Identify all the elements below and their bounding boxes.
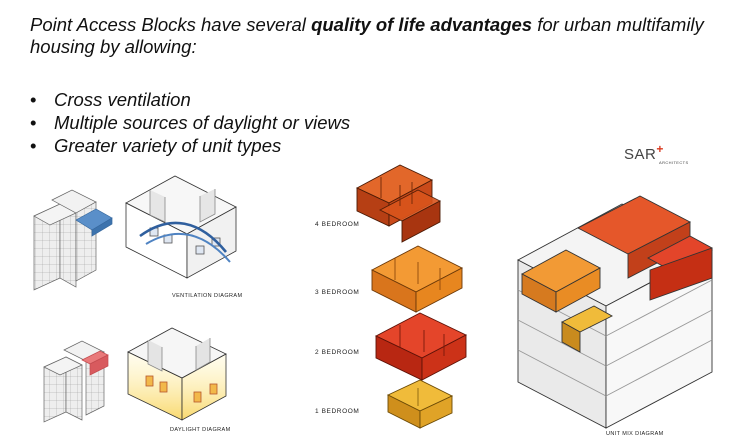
unit-mix-caption: UNIT MIX DIAGRAM (606, 431, 664, 437)
advantages-list: Cross ventilation Multiple sources of da… (30, 88, 350, 157)
label-three-bedroom: 3 BEDROOM (315, 289, 360, 296)
ventilation-caption: VENTILATION DIAGRAM (172, 293, 243, 299)
bullet-unit-types: Greater variety of unit types (30, 134, 350, 157)
unit-three-bedroom (371, 245, 463, 313)
logo-mark: SAR (624, 146, 657, 163)
intro-part1: Point Access Blocks have several (30, 14, 312, 35)
unit-two-bedroom (374, 312, 468, 381)
unit-one-bedroom (386, 379, 454, 429)
unit-mix-building (517, 195, 713, 429)
bullet-cross-ventilation: Cross ventilation (30, 88, 350, 111)
intro-text: Point Access Blocks have several quality… (30, 14, 720, 58)
ventilation-building (33, 189, 113, 291)
logo-subtitle: ARCHITECTS (659, 160, 689, 165)
intro-part2: for urban multifamily housing by allowin… (30, 14, 704, 57)
label-two-bedroom: 2 BEDROOM (315, 349, 360, 356)
logo-plus: + (656, 142, 664, 156)
daylight-building (43, 340, 109, 423)
daylight-caption: DAYLIGHT DIAGRAM (170, 427, 231, 433)
bullet-daylight-views: Multiple sources of daylight or views (30, 111, 350, 134)
intro-emphasis: quality of life advantages (311, 14, 533, 35)
label-four-bedroom: 4 BEDROOM (315, 221, 360, 228)
label-one-bedroom: 1 BEDROOM (315, 408, 360, 415)
daylight-unit (127, 327, 227, 421)
sar-logo: SAR+ (624, 142, 664, 163)
unit-four-bedroom (355, 164, 441, 243)
ventilation-unit (125, 175, 237, 279)
